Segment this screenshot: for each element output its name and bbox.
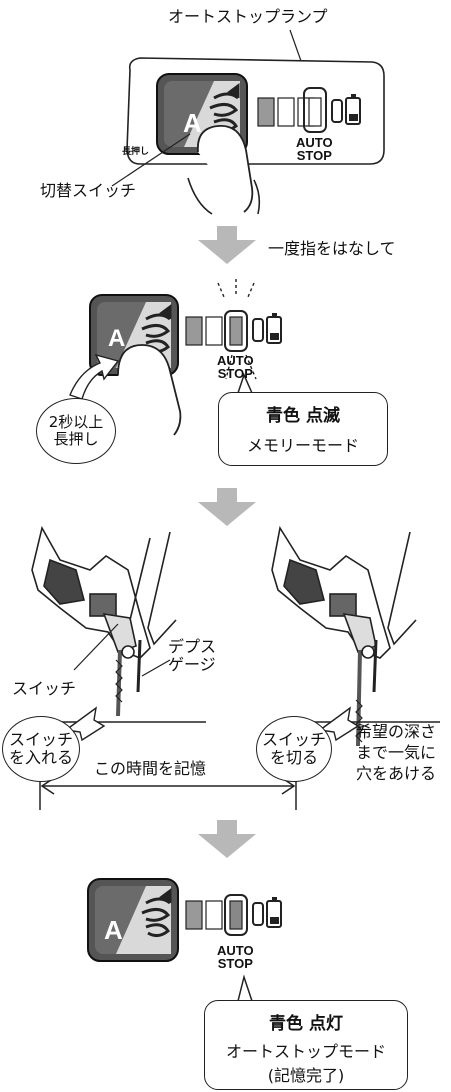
mode-switch-label: 切替スイッチ xyxy=(40,181,137,200)
step2-illustration xyxy=(69,279,282,436)
indicator-lamp-1 xyxy=(257,97,275,127)
indicator-lamp-2 xyxy=(277,97,295,127)
long-press-label: 長押し xyxy=(122,147,150,157)
battery-icon-4 xyxy=(252,897,282,928)
down-arrow-2 xyxy=(198,488,256,526)
blink-marks xyxy=(217,279,257,380)
auto-stop-lamp xyxy=(308,97,322,127)
release-finger-label: 一度指をはなして xyxy=(268,239,396,258)
step1-illustration xyxy=(111,29,385,215)
drill-right xyxy=(271,525,417,747)
drill-left xyxy=(31,525,177,717)
mode-switch-button-4[interactable] xyxy=(87,878,179,962)
spiral-drill-icon xyxy=(209,83,240,133)
pressing-finger-2 xyxy=(117,344,182,436)
battery-icon-2 xyxy=(252,313,282,344)
spiral-drill-icon-4 xyxy=(141,888,172,938)
long-press-bubble: 2秒以上長押し xyxy=(36,398,116,464)
depth-gauge-label: デプスゲージ xyxy=(168,637,217,675)
down-arrow-1 xyxy=(198,226,256,264)
auto-stop-mode-callout: 青色 点灯 オートストップモード (記憶完了) xyxy=(204,1000,408,1090)
drill-through-note: 希望の深さ まで一気に 穴をあける xyxy=(356,722,437,783)
switch-off-bubble: スイッチを切る xyxy=(256,716,332,782)
step4-illustration xyxy=(87,878,282,1002)
down-arrow-3 xyxy=(198,820,256,858)
button-letter-a: A xyxy=(183,108,202,138)
switch-on-bubble: スイッチを入れる xyxy=(2,716,80,782)
auto-stop-lamp-blinking xyxy=(229,316,243,346)
switch-on-arrow xyxy=(64,706,106,742)
button-letter-a-4: A xyxy=(104,915,123,945)
button-letter-a-2: A xyxy=(108,325,126,352)
memory-mode-callout: 青色 点滅 メモリーモード xyxy=(218,392,388,466)
switch-off-arrow xyxy=(318,706,360,742)
hold-arrow xyxy=(69,353,120,400)
trigger-switch-label: スイッチ xyxy=(12,679,77,698)
auto-stop-lamp-label: オートストップランプ xyxy=(168,7,328,26)
memory-span-label: この時間を記憶 xyxy=(94,759,207,778)
auto-stop-lamp-highlight xyxy=(303,87,327,133)
pressing-finger xyxy=(187,125,261,215)
battery-icon xyxy=(331,94,361,125)
auto-stop-lamp-lit xyxy=(229,900,243,930)
